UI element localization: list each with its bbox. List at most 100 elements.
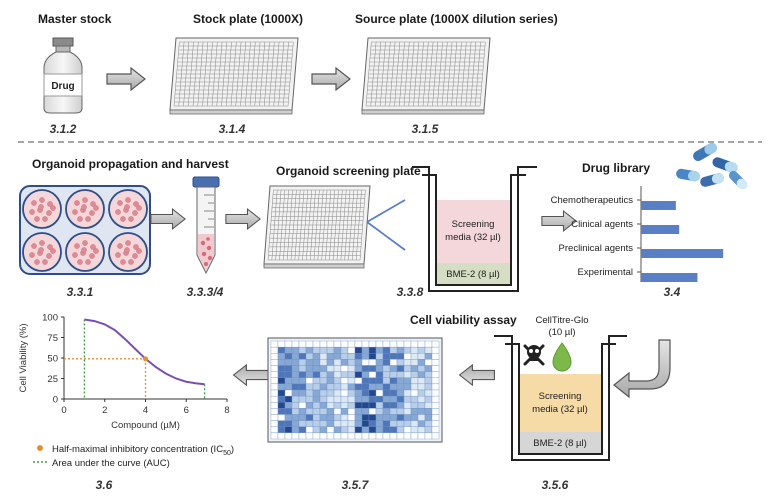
- heatmap-cell: [431, 383, 440, 391]
- step-label: 3.1.2: [50, 122, 77, 136]
- heatmap-cell: [403, 377, 412, 385]
- heatmap-cell: [431, 426, 440, 434]
- heatmap-cell: [410, 353, 419, 360]
- heatmap-cell: [298, 371, 307, 378]
- heatmap-cell: [375, 377, 384, 385]
- heatmap-cell: [403, 420, 412, 427]
- heatmap-cell: [319, 395, 328, 403]
- heatmap-cell: [431, 432, 440, 440]
- heatmap-cell: [396, 371, 405, 378]
- heatmap-cell: [368, 414, 377, 421]
- heatmap-cell: [270, 432, 279, 440]
- heatmap-cell: [389, 414, 398, 421]
- heatmap-cell: [340, 353, 349, 360]
- heatmap-cell: [333, 383, 342, 391]
- heatmap-cell: [298, 432, 307, 440]
- heatmap-cell: [382, 377, 391, 385]
- heatmap-cell: [375, 365, 384, 372]
- heatmap-cell: [298, 383, 307, 391]
- heatmap-cell: [340, 365, 349, 372]
- ic50-legend-text: Half-maximal inhibitory concentration (I…: [52, 444, 234, 457]
- heatmap-cell: [305, 340, 314, 348]
- heatmap-cell: [410, 340, 419, 348]
- heatmap-cell: [410, 414, 419, 421]
- heatmap-cell: [291, 340, 300, 348]
- source-plate: [361, 37, 491, 115]
- heatmap-cell: [347, 432, 356, 440]
- heatmap-cell: [361, 365, 370, 372]
- heatmap-cell: [298, 346, 307, 354]
- heatmap-cell: [403, 340, 412, 348]
- heatmap-cell: [382, 346, 391, 354]
- celltitre-label: CellTitre-Glo: [536, 315, 589, 326]
- heatmap-cell: [291, 365, 300, 372]
- heatmap-cell: [291, 359, 300, 366]
- heatmap-cell: [291, 408, 300, 415]
- heatmap-cell: [354, 389, 363, 397]
- heatmap-cell: [319, 377, 328, 385]
- heatmap-cell: [340, 371, 349, 378]
- heatmap-cell: [284, 340, 293, 348]
- heatmap-cell: [284, 383, 293, 391]
- heatmap-cell: [424, 420, 433, 427]
- cell-viability-title: Cell viability assay: [410, 313, 517, 327]
- heatmap-cell: [291, 389, 300, 397]
- heatmap-cell: [424, 414, 433, 421]
- heatmap-cell: [361, 377, 370, 385]
- heatmap-cell: [347, 408, 356, 415]
- heatmap-cell: [347, 353, 356, 360]
- heatmap-cell: [277, 365, 286, 372]
- heatmap-cell: [270, 365, 279, 372]
- heatmap-cell: [417, 426, 426, 434]
- heatmap-cell: [326, 402, 335, 409]
- drug-label: Drug: [51, 81, 74, 92]
- heatmap-cell: [403, 432, 412, 440]
- heatmap-cell: [277, 426, 286, 434]
- heatmap-cell: [298, 340, 307, 348]
- heatmap-cell: [312, 389, 321, 397]
- step-label: 3.5.7: [342, 478, 370, 492]
- library-category-label: Experimental: [578, 267, 633, 278]
- heatmap-cell: [305, 402, 314, 409]
- heatmap-cell: [368, 432, 377, 440]
- heatmap-cell: [354, 432, 363, 440]
- heatmap-cell: [326, 395, 335, 403]
- ic50-point: [143, 356, 148, 362]
- heatmap-cell: [361, 359, 370, 366]
- heatmap-cell: [410, 377, 419, 385]
- heatmap-cell: [382, 420, 391, 427]
- heatmap-cell: [396, 377, 405, 385]
- heatmap-cell: [389, 432, 398, 440]
- heatmap-cell: [270, 389, 279, 397]
- heatmap-cell: [284, 365, 293, 372]
- heatmap-cell: [298, 377, 307, 385]
- heatmap-cell: [417, 359, 426, 366]
- heatmap-cell: [417, 371, 426, 378]
- heatmap-cell: [347, 377, 356, 385]
- heatmap-cell: [396, 432, 405, 440]
- drug-vial-icon: [43, 37, 83, 114]
- zoom-line: [366, 221, 406, 251]
- heatmap-cell: [291, 353, 300, 360]
- heatmap-cell: [354, 420, 363, 427]
- x-tick-label: 0: [61, 405, 66, 416]
- screening-plate: [263, 185, 371, 269]
- heatmap-cell: [284, 346, 293, 354]
- heatmap-cell: [403, 359, 412, 366]
- master-stock-title: Master stock: [38, 12, 112, 26]
- heatmap-cell: [333, 389, 342, 397]
- heatmap-cell: [361, 432, 370, 440]
- bme-label: BME-2 (8 µl): [533, 438, 587, 449]
- heatmap-cell: [382, 359, 391, 366]
- propagation-title: Organoid propagation and harvest: [32, 157, 229, 171]
- heatmap-cell: [277, 353, 286, 360]
- heatmap-cell: [319, 346, 328, 354]
- heatmap-cell: [312, 426, 321, 434]
- heatmap-cell: [319, 402, 328, 409]
- heatmap-cell: [410, 402, 419, 409]
- heatmap-cell: [424, 340, 433, 348]
- heatmap-cell: [431, 395, 440, 403]
- heatmap-cell: [410, 365, 419, 372]
- heatmap-cell: [284, 420, 293, 427]
